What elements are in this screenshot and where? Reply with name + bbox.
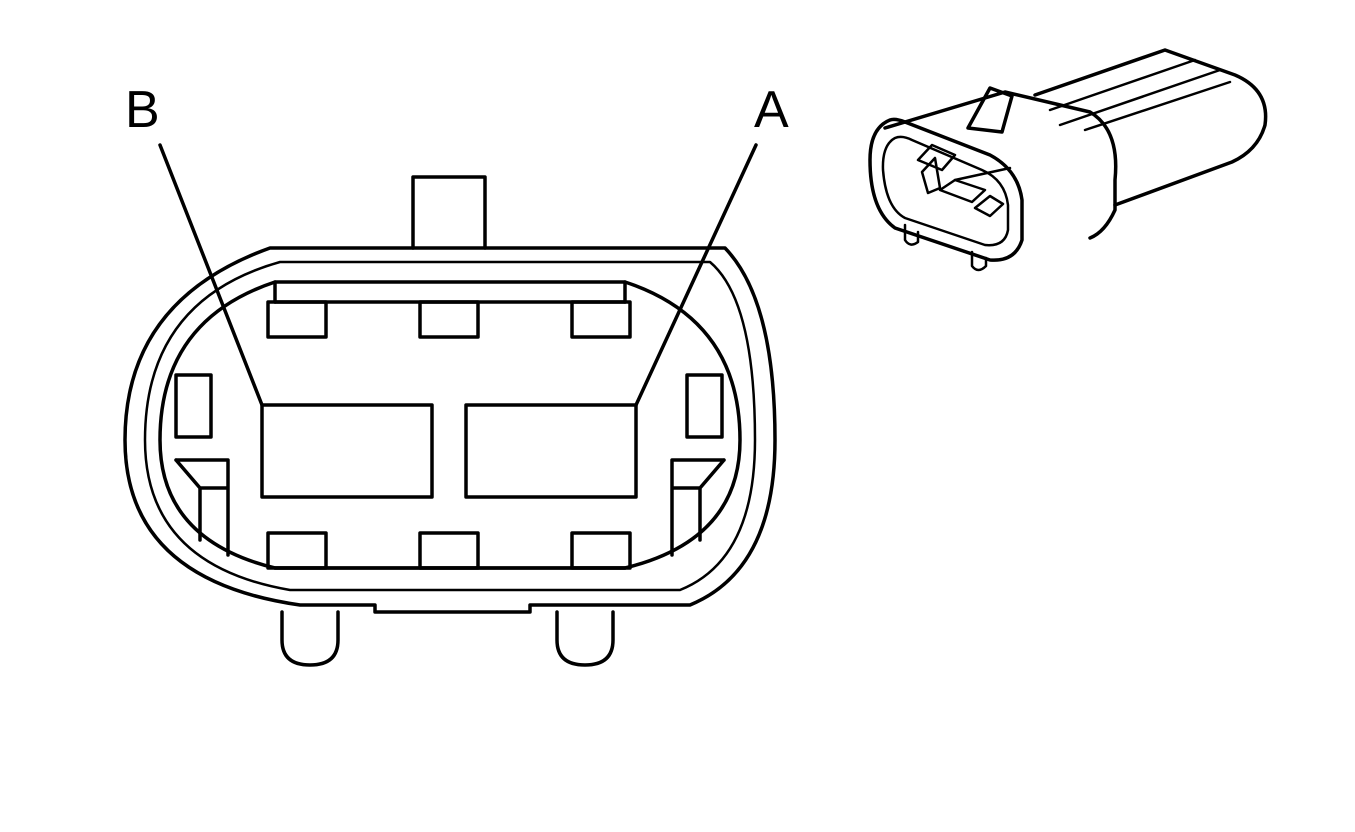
top-tab-right — [570, 300, 632, 339]
bottom-tab-center — [418, 531, 480, 570]
latch-tab — [411, 175, 487, 250]
terminal-a — [464, 403, 638, 499]
bottom-tab-left — [266, 531, 328, 570]
seal-ring — [143, 260, 757, 592]
leader-line-a — [634, 143, 758, 407]
top-tab-center — [418, 300, 480, 339]
foot-right — [555, 610, 615, 667]
leader-line-b — [158, 143, 264, 407]
bottom-tab-right — [570, 531, 632, 570]
wedge-left — [174, 458, 230, 557]
top-tab-left — [266, 300, 328, 339]
connector-outer-housing — [123, 246, 777, 614]
terminal-b — [260, 403, 434, 499]
inner-cavity — [158, 280, 742, 570]
pin-label-a: A — [754, 81, 789, 139]
foot-left — [280, 610, 340, 667]
wedge-right — [670, 458, 726, 557]
connector-perspective-view — [868, 48, 1268, 272]
side-key-left — [174, 373, 213, 439]
pin-label-b: B — [125, 81, 160, 139]
side-key-right — [685, 373, 724, 439]
